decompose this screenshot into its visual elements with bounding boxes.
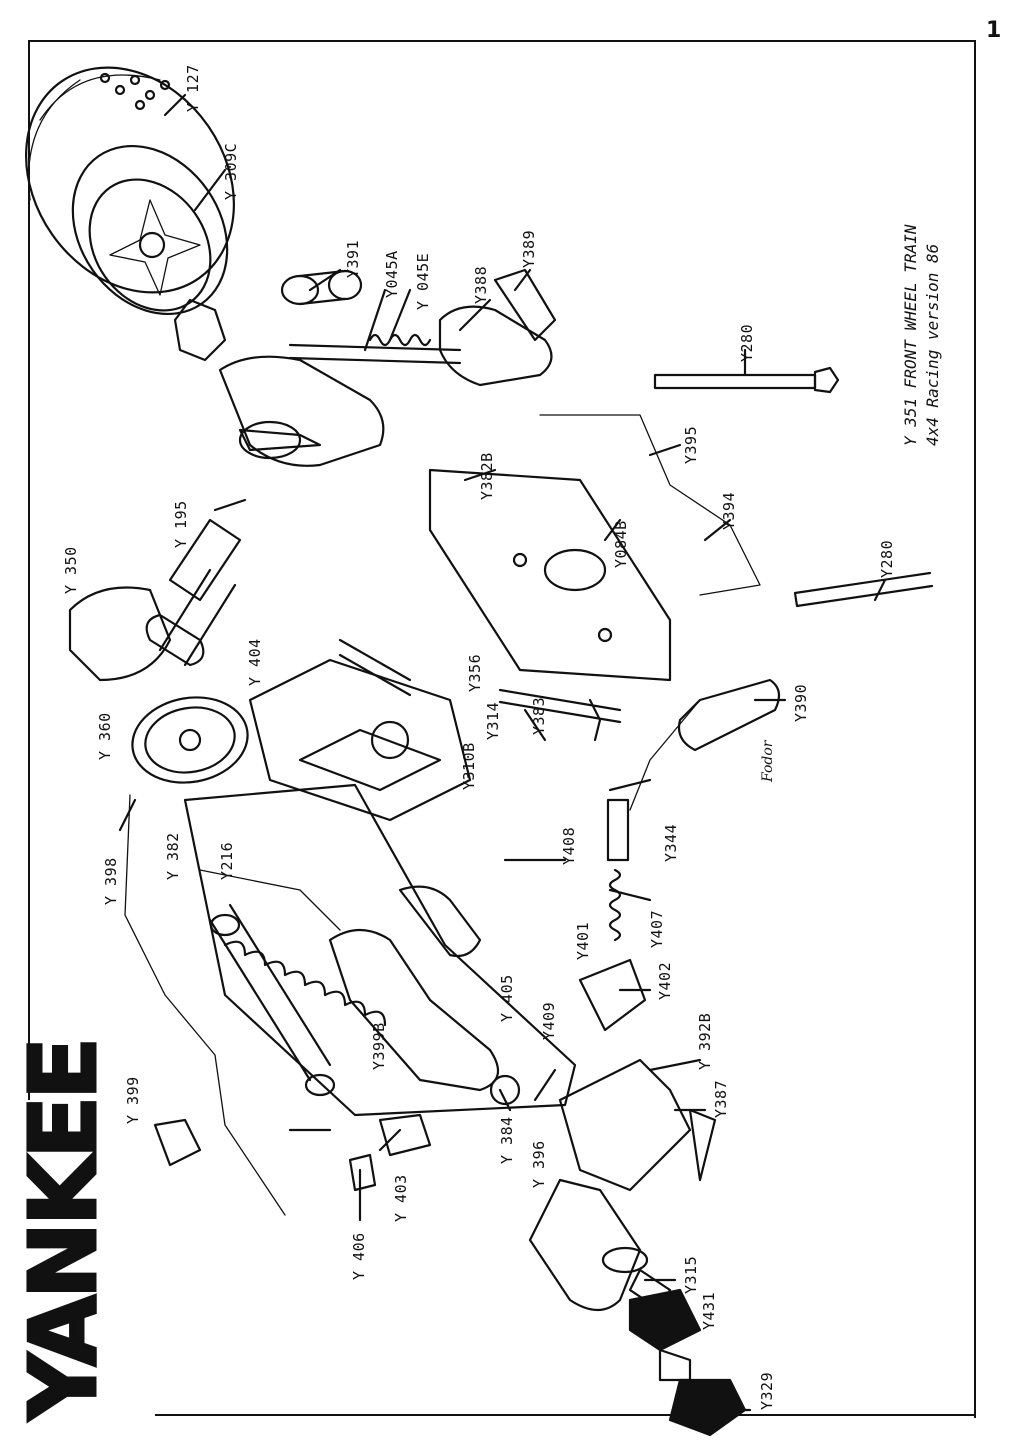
front-bulkhead-drawing bbox=[428, 468, 672, 742]
label-y280-mid: Y280 bbox=[878, 539, 896, 578]
label-y360: Y 360 bbox=[96, 712, 114, 760]
label-y382: Y 382 bbox=[164, 832, 182, 880]
label-y045e: Y 045E bbox=[414, 252, 432, 310]
tread-drawing bbox=[99, 72, 171, 111]
label-y395: Y395 bbox=[682, 425, 700, 464]
lower-chassis-plate-drawing bbox=[183, 783, 577, 1117]
lower-wishbone-drawing bbox=[328, 885, 521, 1106]
label-y405: Y 405 bbox=[498, 974, 516, 1022]
spring-drawing bbox=[368, 333, 432, 347]
hub-nut-drawing bbox=[173, 298, 227, 362]
rod-end-y402-drawing bbox=[578, 958, 647, 1032]
spring-y407-drawing bbox=[608, 868, 622, 942]
driveshaft-drawing bbox=[145, 518, 242, 667]
label-y406: Y 406 bbox=[350, 1232, 368, 1280]
label-y403: Y 403 bbox=[392, 1174, 410, 1222]
lower-knuckle-drawing bbox=[528, 1058, 717, 1312]
shock-absorber-drawing bbox=[208, 903, 387, 1097]
king-pin-drawing bbox=[288, 343, 462, 365]
drawing-frame bbox=[28, 40, 976, 1418]
leader-lines bbox=[118, 93, 887, 1412]
crown-gear-drawing bbox=[131, 696, 249, 784]
gearbox-drawing bbox=[248, 638, 472, 822]
label-y396: Y 396 bbox=[530, 1140, 548, 1188]
label-y195: Y 195 bbox=[172, 500, 190, 548]
label-y344: Y344 bbox=[662, 823, 680, 862]
label-y329: Y329 bbox=[758, 1371, 776, 1410]
linkage-y383-drawing bbox=[498, 688, 622, 724]
wire-bracket-y394 bbox=[539, 414, 761, 596]
label-y431: Y431 bbox=[700, 1291, 718, 1330]
label-y392b: Y 392B bbox=[696, 1012, 714, 1070]
label-y390: Y390 bbox=[792, 683, 810, 722]
label-y309c: Y 309C bbox=[222, 142, 240, 200]
rod-y408-drawing bbox=[606, 798, 630, 862]
y389-drawing bbox=[493, 268, 557, 342]
bolt-mid-drawing bbox=[793, 571, 934, 608]
page-number: 1 bbox=[986, 18, 1002, 43]
label-y404: Y 404 bbox=[246, 638, 264, 686]
bolt-y406-drawing bbox=[348, 1153, 377, 1192]
upper-knuckle-drawing bbox=[218, 355, 385, 467]
label-y216: Y216 bbox=[218, 841, 236, 880]
label-y356: Y356 bbox=[466, 653, 484, 692]
label-y391: Y391 bbox=[344, 239, 362, 278]
label-y350: Y 350 bbox=[62, 546, 80, 594]
label-y399: Y 399 bbox=[124, 1076, 142, 1124]
label-y045a: Y045A bbox=[383, 250, 401, 298]
pin-drawing bbox=[539, 1179, 561, 1221]
label-y384: Y 384 bbox=[498, 1116, 516, 1164]
label-y394: Y394 bbox=[720, 491, 738, 530]
arm-y390-drawing bbox=[677, 678, 781, 752]
bolt-top-nut bbox=[813, 366, 840, 394]
label-y398: Y 398 bbox=[102, 857, 120, 905]
label-y399b: Y399B bbox=[370, 1022, 388, 1070]
stub-axle-drawing bbox=[628, 1268, 747, 1437]
label-y401: Y401 bbox=[574, 921, 592, 960]
wire-y398-drawing bbox=[124, 794, 286, 1216]
label-y407: Y407 bbox=[648, 909, 666, 948]
label-y314: Y314 bbox=[484, 701, 502, 740]
diff-housing-drawing bbox=[68, 586, 172, 682]
label-y389: Y389 bbox=[520, 229, 538, 268]
label-y127: Y 127 bbox=[184, 64, 202, 112]
steering-arm-drawing bbox=[438, 305, 553, 387]
bracket-y403-drawing bbox=[378, 1113, 432, 1157]
label-y310b: Y310B bbox=[460, 742, 478, 790]
bracket-y399-drawing bbox=[153, 1118, 202, 1167]
label-y084b: Y084B bbox=[612, 520, 630, 568]
label-y388: Y388 bbox=[472, 265, 490, 304]
frame-left-edge bbox=[28, 40, 30, 1100]
label-y402: Y402 bbox=[656, 961, 674, 1000]
label-y387: Y387 bbox=[712, 1079, 730, 1118]
label-y383: Y383 bbox=[530, 696, 548, 735]
label-y409: Y409 bbox=[540, 1001, 558, 1040]
label-y280-top: Y280 bbox=[738, 323, 756, 362]
bolt-top-drawing bbox=[653, 373, 817, 390]
label-y382b: Y382B bbox=[478, 452, 496, 500]
label-y408: Y408 bbox=[560, 826, 578, 865]
frame-bottom-edge bbox=[155, 1414, 976, 1416]
label-y315: Y315 bbox=[682, 1255, 700, 1294]
